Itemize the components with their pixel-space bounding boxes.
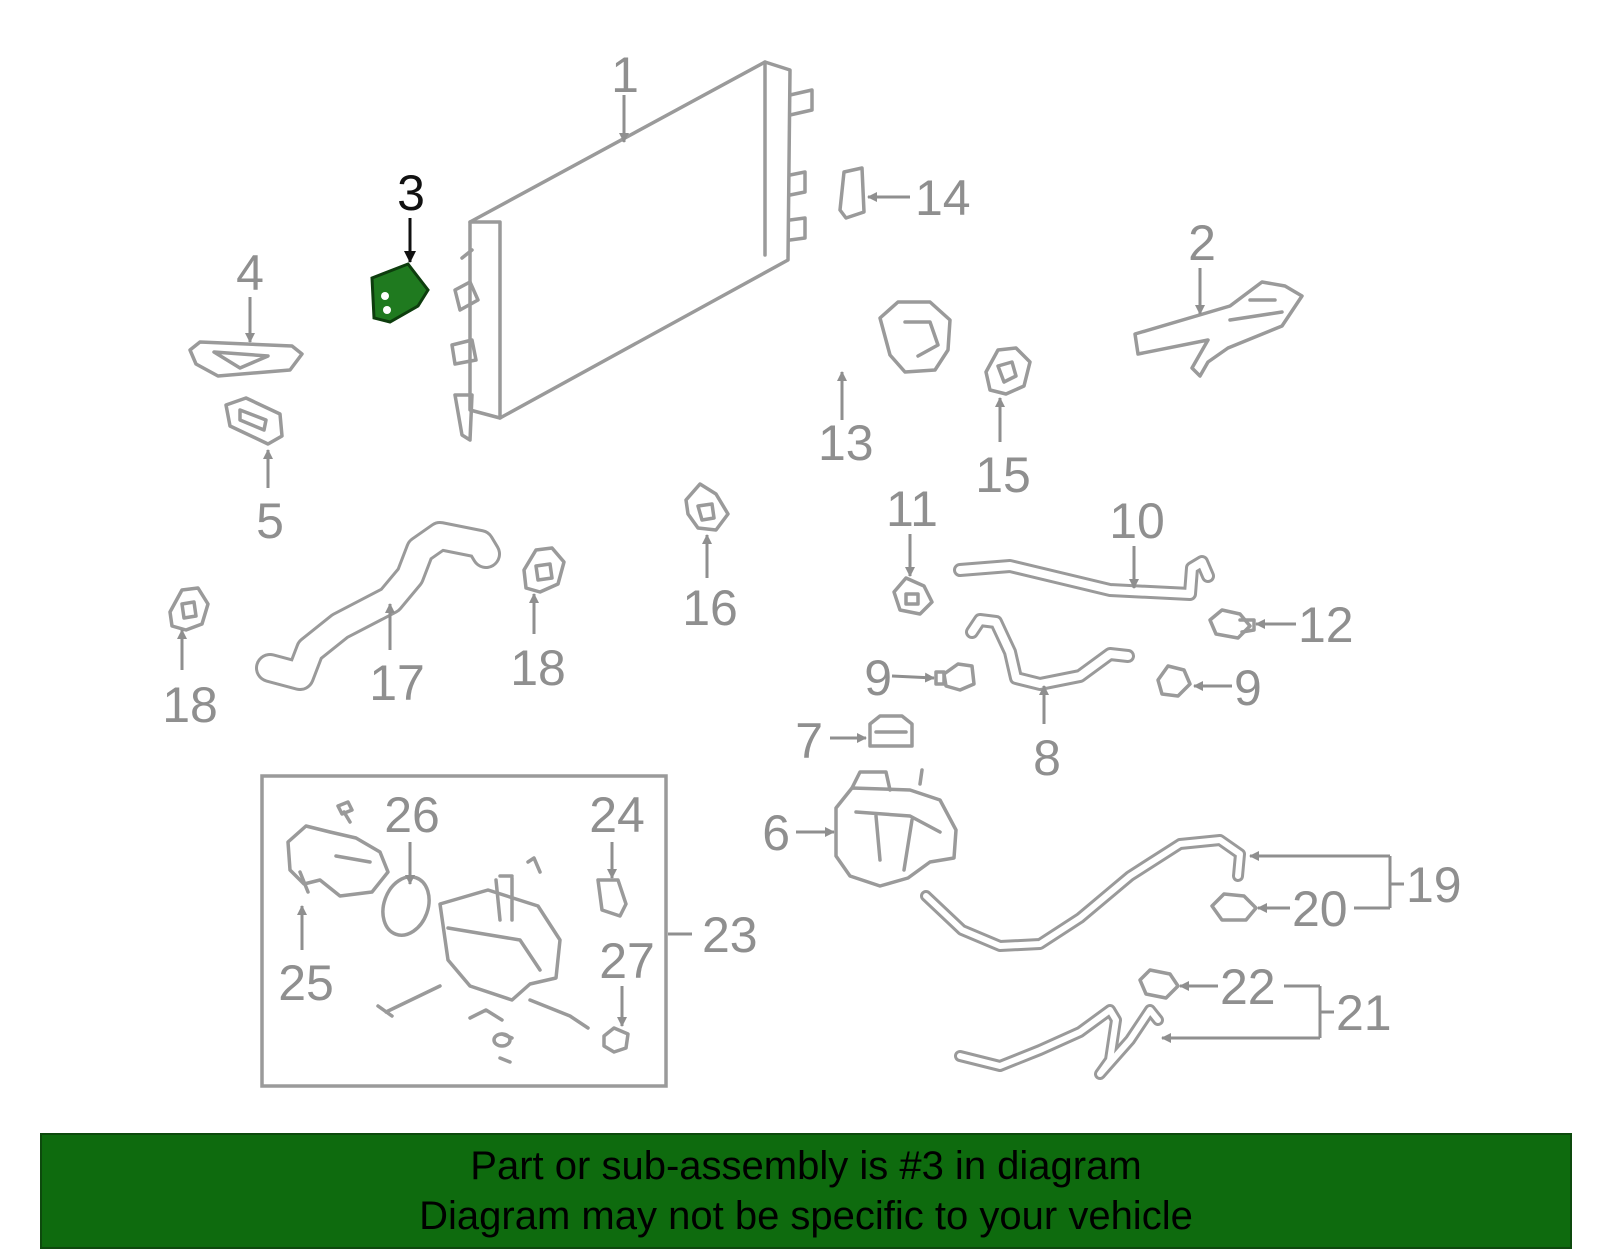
clamp-part-11 — [892, 576, 934, 616]
callout-18-left: 18 — [162, 677, 218, 733]
callout-18-right: 18 — [510, 640, 566, 696]
cap-part-7 — [868, 714, 914, 748]
callout-9-right: 9 — [1234, 660, 1262, 716]
pipe-part-10 — [953, 555, 1215, 601]
callout-8: 8 — [1033, 730, 1061, 786]
callout-7: 7 — [795, 713, 823, 769]
highlighted-bracket-part-3 — [370, 262, 430, 324]
callout-25: 25 — [278, 955, 334, 1011]
callout-21: 21 — [1336, 985, 1392, 1041]
clamp-part-20 — [1210, 892, 1258, 922]
insulator-part-5 — [224, 396, 284, 446]
clamp-part-9-right — [1156, 664, 1192, 698]
bracket-part-2 — [1133, 280, 1304, 378]
thermostat-housing-assembly-box — [260, 774, 668, 1088]
clip-part-14 — [838, 166, 866, 220]
clamp-part-9-left — [934, 662, 976, 692]
callout-12: 12 — [1298, 597, 1354, 653]
hose-part-8 — [965, 613, 1135, 691]
reservoir-hose-part-19 — [920, 834, 1246, 952]
callout-16: 16 — [682, 580, 738, 636]
lower-hose-part-17 — [255, 521, 501, 691]
banner-line-part-info: Part or sub-assembly is #3 in diagram — [470, 1144, 1142, 1188]
callout-6: 6 — [762, 805, 790, 861]
callout-15: 15 — [975, 447, 1031, 503]
callout-22: 22 — [1220, 959, 1276, 1015]
callout-1: 1 — [611, 47, 639, 103]
callout-20: 20 — [1292, 881, 1348, 937]
parts-diagram: 1 14 3 4 5 13 2 — [162, 47, 1462, 1088]
banner-line-disclaimer: Diagram may not be specific to your vehi… — [419, 1194, 1193, 1238]
clamp-part-12 — [1208, 608, 1256, 640]
callout-2: 2 — [1188, 215, 1216, 271]
info-banner: Part or sub-assembly is #3 in diagram Di… — [40, 1133, 1572, 1249]
bypass-hose-part-21 — [954, 1004, 1164, 1080]
clamp-part-16 — [684, 482, 730, 532]
callout-5: 5 — [256, 493, 284, 549]
clamp-part-22 — [1138, 968, 1180, 1000]
callout-14: 14 — [915, 170, 971, 226]
callout-10: 10 — [1109, 493, 1165, 549]
upper-hose-part-13 — [636, 300, 952, 459]
callout-27: 27 — [599, 933, 655, 989]
air-guide-part-4 — [188, 340, 304, 378]
callout-11: 11 — [886, 481, 938, 537]
callout-19: 19 — [1406, 857, 1462, 913]
clamp-part-18-left — [168, 586, 210, 632]
callout-9-left: 9 — [864, 650, 892, 706]
coolant-reservoir-part-6 — [834, 768, 958, 888]
clamp-part-15 — [984, 346, 1032, 396]
callout-26: 26 — [384, 787, 440, 843]
callout-23: 23 — [702, 907, 758, 963]
callout-24: 24 — [589, 787, 645, 843]
callout-4: 4 — [236, 245, 264, 301]
clamp-part-18-right — [522, 546, 566, 594]
callout-13: 13 — [818, 415, 874, 471]
radiator-part — [450, 60, 814, 442]
callout-17: 17 — [369, 655, 425, 711]
callout-3: 3 — [397, 165, 425, 221]
